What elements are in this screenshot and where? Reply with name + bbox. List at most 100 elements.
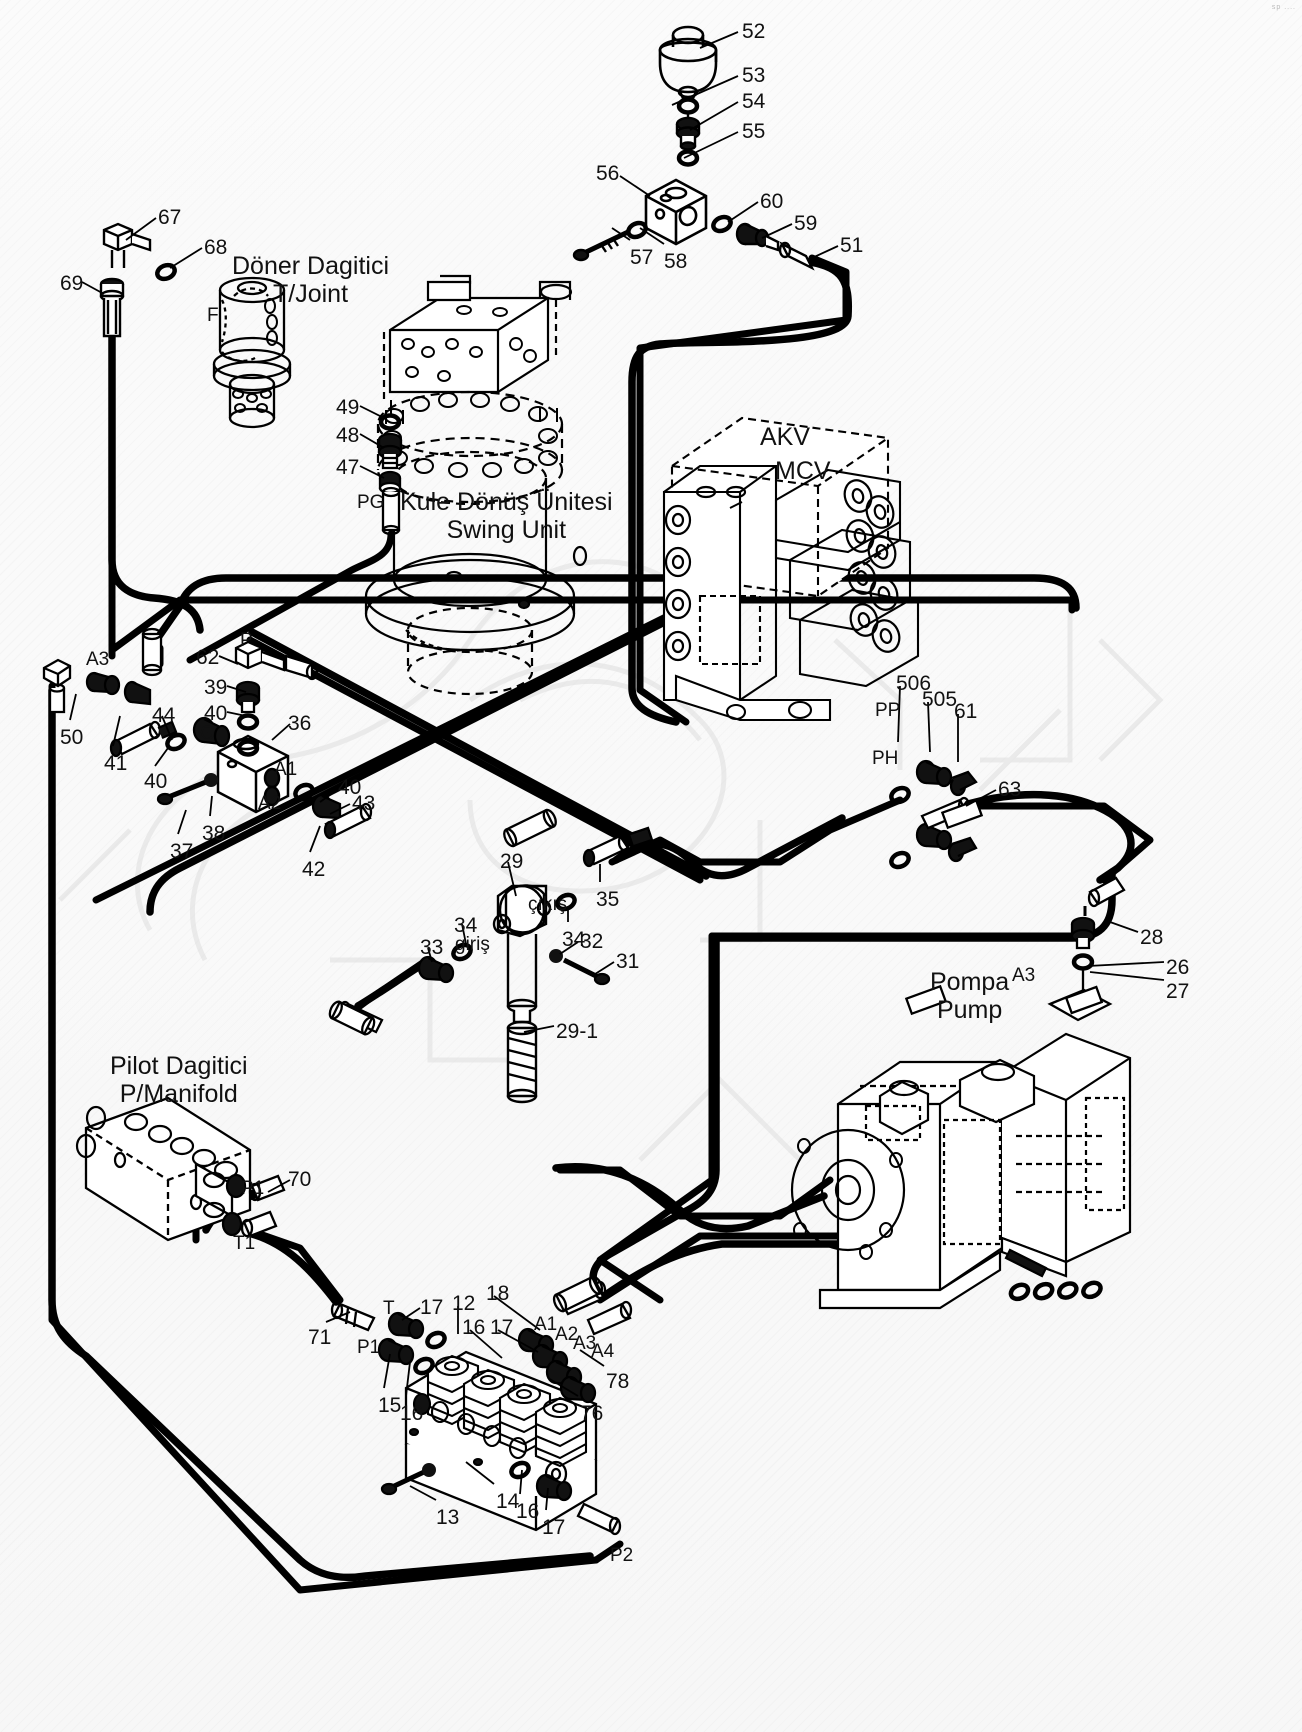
callout-76: 76 [580,1402,604,1425]
leader-line-17 [545,1487,549,1511]
part-60-washer [711,214,733,233]
leader-line-55 [683,131,739,159]
leader-line-69 [81,281,105,295]
callout-56: 56 [596,162,620,185]
part-43-fitting [311,793,342,820]
callout-37: 37 [170,840,194,863]
group-label-line2: Swing Unit [446,516,567,544]
leader-line-32 [559,941,579,955]
leader-line-29 [507,861,517,897]
part-38-nut [204,773,218,787]
callout-42: 42 [302,858,326,881]
callout-62: 62 [196,646,220,669]
part-13-bolt [380,1469,426,1496]
leader-line-16 [405,1361,411,1397]
part-52-accumulator [658,25,718,101]
port-F-label: F [207,305,219,326]
part-71-hose-end [330,1300,376,1332]
part-32-washer [549,949,563,963]
callout-29-1: 29-1 [556,1020,599,1043]
swing-motor-top [382,274,573,400]
group-label-line2: Pump [936,996,1003,1024]
leader-line-26 [1087,961,1165,967]
leader-line-37 [177,809,187,835]
callout-59: 59 [794,212,818,235]
port-giris-label: giriş [455,934,490,955]
callout-63: 63 [998,778,1022,801]
leader-line-60 [727,201,759,223]
part-28-hose-end [1083,876,1126,916]
callout-44: 44 [152,704,176,727]
part-69-hose-end [99,277,125,338]
component-label-akv: AKV [760,423,811,451]
callout-38: 38 [202,822,226,845]
part-505-fitting-pp [915,759,953,788]
leader-line-38 [209,795,213,817]
part-57-bolt [572,229,630,262]
callout-69: 69 [60,272,84,295]
leader-line-70 [267,1179,291,1193]
callout-17: 17 [542,1516,566,1539]
callout-16: 16 [400,1402,424,1425]
port-PH-label: PH [872,748,899,769]
callout-49: 49 [336,396,360,419]
pump-assembly [790,1032,1132,1310]
callout-17: 17 [420,1296,444,1319]
leader-line-50 [69,693,77,721]
callout-52: 52 [742,20,766,43]
doner-dagitici-body [212,276,292,429]
callout-505: 505 [922,688,958,711]
component-label-mcv: MCV [775,457,831,485]
group-label-line1: Pilot Dagitici [110,1052,248,1080]
hydraulic-hoses [48,254,1154,1594]
callout-55: 55 [742,120,766,143]
port-A1a-label: A1 [274,759,298,780]
leader-line-51 [811,245,839,259]
callout-40: 40 [144,770,168,793]
part-54-fitting [675,112,701,151]
leader-line-16 [469,1329,503,1359]
leader-line-40 [319,787,341,803]
part-29-filter [492,884,552,1104]
port-cikis-label: çıkış [528,894,568,915]
leader-line-28 [1109,921,1139,933]
inline-couplers [141,627,1104,1313]
group-label-line2: P/Manifold [119,1080,238,1108]
callout-54: 54 [742,90,766,113]
leader-line-39 [226,685,247,693]
callout-31: 31 [616,950,640,973]
leader-line-63 [965,789,997,807]
leader-line-33 [427,947,433,963]
leader-line-17 [401,1307,421,1321]
ports-a1-a4-fittings [517,1253,1103,1404]
group-label-line2: T/Joint [272,280,349,308]
leader-line-15 [383,1353,391,1389]
port-T1-label: T1 [233,1233,256,1254]
t1-hose-end [240,1210,278,1238]
part-42-union [323,802,373,840]
p2-hose-end [576,1502,622,1536]
port-PG-label: PG [357,492,385,513]
leader-line-53 [671,75,739,106]
leader-line-76 [547,1377,579,1397]
callout-78: 78 [606,1370,630,1393]
port-P2-label: P2 [610,1545,634,1566]
callout-36: 36 [288,712,312,735]
callout-506: 506 [896,672,932,695]
part-37-bolt [156,779,207,806]
leader-line-17 [497,1329,539,1353]
part-506-oring-pp [889,785,911,804]
leader-line-18 [493,1295,541,1331]
callout-13: 13 [436,1506,460,1529]
part-505-fitting-ph [915,822,953,851]
leader-line-14 [465,1461,495,1485]
port-P-label: P [240,630,253,651]
callout-53: 53 [742,64,766,87]
leader-line-16 [519,1469,523,1495]
part-14-washer [422,1463,436,1477]
callout-35: 35 [596,888,620,911]
